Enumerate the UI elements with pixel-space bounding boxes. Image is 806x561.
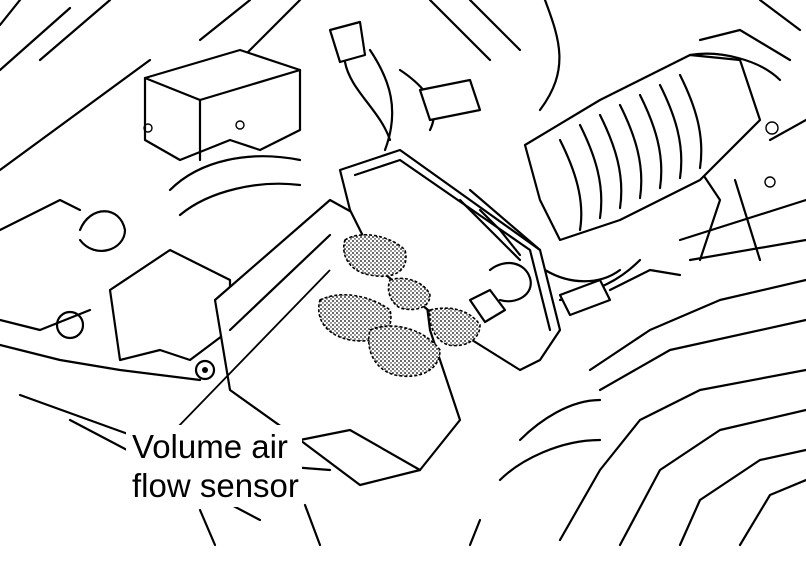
callout-line-2: flow sensor	[132, 467, 299, 504]
top-connector	[328, 20, 482, 152]
callout-label: Volume air flow sensor	[126, 425, 302, 507]
left-bracket	[55, 210, 232, 381]
relay-box	[143, 48, 302, 217]
background-linework	[0, 0, 806, 547]
volume-air-flow-sensor	[318, 148, 682, 377]
intake-bellows-duct	[523, 28, 792, 242]
callout-line-1: Volume air	[132, 428, 288, 465]
callout-leader-line	[174, 269, 331, 431]
